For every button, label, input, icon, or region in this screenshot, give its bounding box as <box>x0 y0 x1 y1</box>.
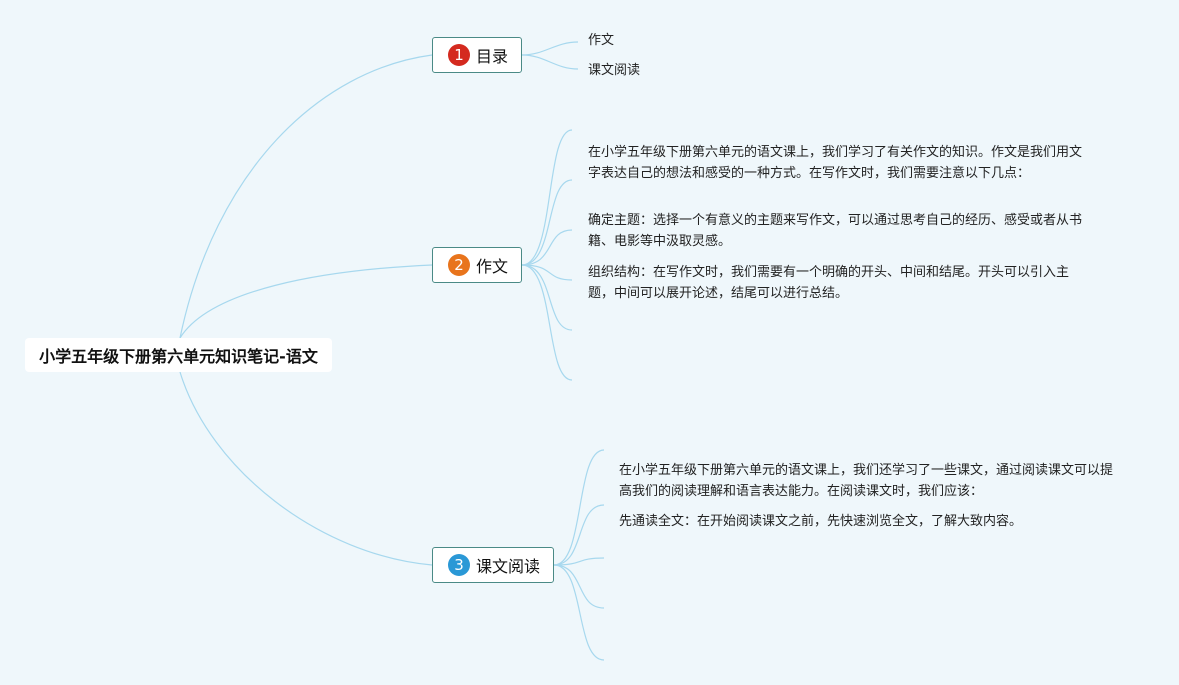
connector-line <box>553 564 605 661</box>
note-paragraph[interactable]: 在小学五年级下册第六单元的语文课上，我们还学习了一些课文，通过阅读课文可以提高我… <box>619 463 1114 499</box>
branch-label: 目录 <box>476 47 509 66</box>
branch-label: 作文 <box>476 257 509 276</box>
note-paragraph[interactable]: 组织结构：在写作文时，我们需要有一个明确的开头、中间和结尾。开头可以引入主题，中… <box>588 265 1070 301</box>
branch-reading[interactable]: 3 课文阅读 <box>432 547 554 583</box>
note-paragraph[interactable]: 先通读全文：在开始阅读课文之前，先快速浏览全文，了解大致内容。 <box>619 514 1023 529</box>
connector-line <box>521 54 579 70</box>
connector-line <box>521 229 573 266</box>
number-badge-icon: 3 <box>448 554 470 576</box>
connector-line <box>179 371 433 566</box>
note-paragraph[interactable]: 在小学五年级下册第六单元的语文课上，我们学习了有关作文的知识。作文是我们用文字表… <box>588 145 1083 181</box>
connector-line <box>553 449 605 566</box>
connector-line <box>553 564 605 609</box>
number-badge-icon: 1 <box>448 44 470 66</box>
connector-line <box>179 54 433 339</box>
branch-label: 课文阅读 <box>476 557 541 576</box>
note-paragraph[interactable]: 确定主题：选择一个有意义的主题来写作文，可以通过思考自己的经历、感受或者从书籍、… <box>588 213 1083 249</box>
connector-line <box>521 41 579 56</box>
connector-line <box>521 264 573 281</box>
connector-line <box>553 504 605 566</box>
number-badge-icon: 2 <box>448 254 470 276</box>
connector-line <box>553 557 605 566</box>
connector-line <box>521 264 573 381</box>
connector-line <box>179 264 433 339</box>
leaf-item[interactable]: 课文阅读 <box>588 63 641 78</box>
connector-line <box>521 264 573 331</box>
connector-line <box>521 129 573 266</box>
root-topic[interactable]: 小学五年级下册第六单元知识笔记-语文 <box>25 338 332 372</box>
connector-line <box>521 179 573 266</box>
root-topic-label: 小学五年级下册第六单元知识笔记-语文 <box>39 347 318 366</box>
leaf-item[interactable]: 作文 <box>588 33 615 48</box>
branch-composition[interactable]: 2 作文 <box>432 247 522 283</box>
branch-toc[interactable]: 1 目录 <box>432 37 522 73</box>
